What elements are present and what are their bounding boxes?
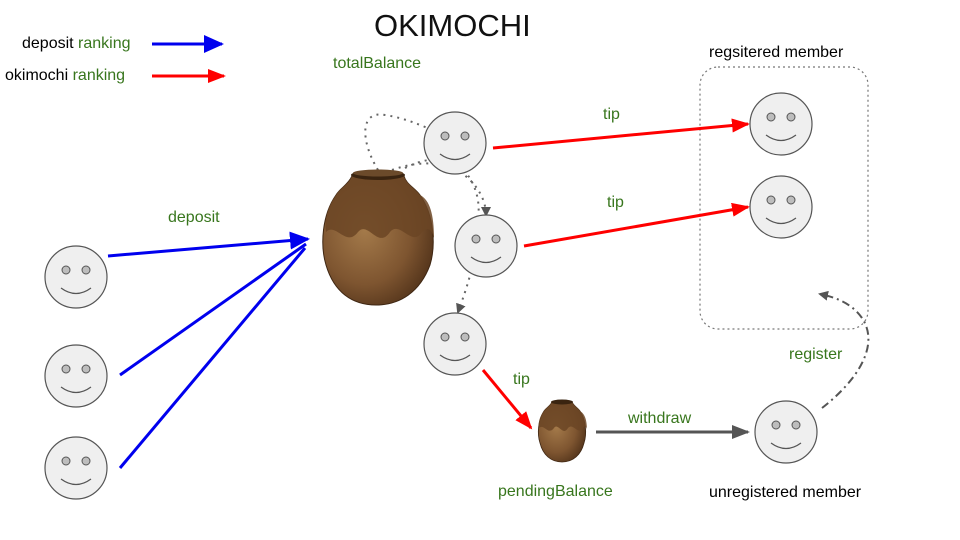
- unregistered-member-face: [754, 400, 818, 464]
- legend-okimochi-suffix: ranking: [72, 67, 126, 84]
- tipper-face-2: [454, 214, 518, 278]
- total-balance-pot: [322, 169, 434, 306]
- register-arrow: [818, 290, 870, 409]
- total-balance-label: totalBalance: [333, 55, 422, 72]
- registered-member-box: [699, 66, 869, 330]
- pending-balance-label: pendingBalance: [498, 483, 613, 500]
- dotted-flow-arrows: [364, 113, 491, 314]
- registered-member-face-2: [749, 175, 813, 239]
- unregistered-member-label: unregistered member: [709, 484, 862, 501]
- register-label: register: [789, 346, 843, 363]
- deposit-label: deposit: [168, 209, 220, 226]
- deposit-arrows: [107, 231, 310, 469]
- legend-deposit-suffix: ranking: [78, 35, 131, 52]
- legend-deposit-label: deposit ranking: [22, 35, 131, 53]
- pending-balance-pot: [537, 399, 587, 463]
- legend-okimochi-label: okimochi ranking: [5, 67, 125, 85]
- registered-member-face-1: [749, 92, 813, 156]
- tip-arrows: [481, 118, 750, 430]
- withdraw-label: withdraw: [628, 410, 692, 427]
- tip-label-3: tip: [513, 371, 530, 388]
- depositor-face-1: [44, 245, 108, 309]
- tip-label-2: tip: [607, 194, 624, 211]
- tip-label-1: tip: [603, 106, 620, 123]
- tipper-face-3: [423, 312, 487, 376]
- legend-deposit-prefix: deposit: [22, 35, 74, 52]
- registered-member-label: regsitered member: [709, 44, 844, 61]
- diagram-title: OKIMOCHI: [374, 8, 531, 43]
- legend-okimochi-prefix: okimochi: [5, 67, 69, 84]
- depositor-face-3: [44, 436, 108, 500]
- depositor-face-2: [44, 344, 108, 408]
- tipper-face-1: [423, 111, 487, 175]
- faces-layer: [44, 92, 818, 500]
